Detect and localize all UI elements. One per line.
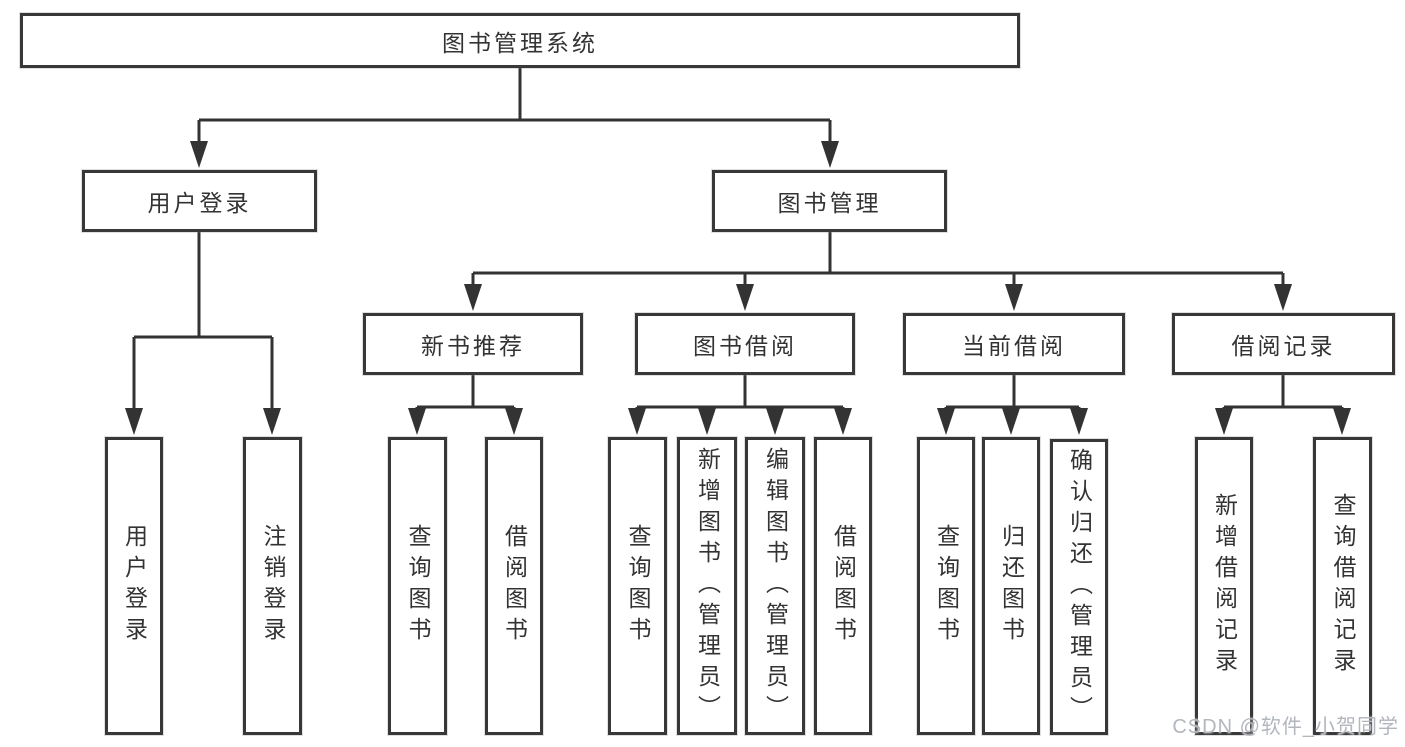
edge-login-bus <box>132 232 274 411</box>
arrowhead <box>1215 408 1233 435</box>
arrowhead <box>464 284 482 311</box>
edge-root-bus <box>197 68 832 144</box>
node-bb-borrow-books-label: 借阅图书 <box>830 524 857 648</box>
arrowhead <box>766 408 784 435</box>
arrowhead <box>263 408 281 435</box>
node-cb-confirm-return: 确认归还（管理员） <box>1050 439 1108 735</box>
node-current-borrow-label: 当前借阅 <box>962 333 1066 359</box>
node-book-borrow: 图书借阅 <box>635 313 855 375</box>
node-bb-edit-books: 编辑图书（管理员） <box>745 437 805 735</box>
node-br-query-record-label: 查询借阅记录 <box>1330 493 1356 679</box>
node-bb-add-books: 新增图书（管理员） <box>677 437 737 735</box>
arrowheads <box>125 141 1351 435</box>
node-cb-query-books-label: 查询图书 <box>933 524 960 648</box>
edge-current-bus <box>944 375 1081 413</box>
node-cb-query-books: 查询图书 <box>917 437 975 735</box>
edge-rec-bus <box>415 375 516 413</box>
node-br-add-record-label: 新增借阅记录 <box>1211 493 1238 679</box>
csdn-watermark: CSDN @软件_小贺同学 <box>1172 716 1399 738</box>
edge-mgmt-bus <box>471 232 1285 287</box>
node-bb-borrow-books: 借阅图书 <box>814 437 872 735</box>
arrowhead <box>190 141 208 168</box>
node-login-logout-label: 注销登录 <box>260 524 286 648</box>
arrowhead <box>125 408 143 435</box>
node-rec-borrow-books-label: 借阅图书 <box>501 524 528 648</box>
node-root-label: 图书管理系统 <box>442 29 598 56</box>
node-user-login: 用户登录 <box>82 170 317 232</box>
arrowhead <box>736 284 754 311</box>
node-book-mgmt-label: 图书管理 <box>777 190 882 216</box>
node-cb-confirm-return-label: 确认归还（管理员） <box>1066 447 1093 727</box>
arrowhead <box>1070 408 1088 435</box>
node-book-borrow-label: 图书借阅 <box>693 333 797 359</box>
node-borrow-records-label: 借阅记录 <box>1231 333 1336 359</box>
node-bb-query-books-label: 查询图书 <box>625 524 651 648</box>
node-bb-add-books-label: 新增图书（管理员） <box>694 446 721 726</box>
node-cb-return-books-label: 归还图书 <box>998 524 1025 648</box>
arrowhead <box>698 408 716 435</box>
arrowhead <box>937 408 955 435</box>
arrowhead <box>628 408 646 435</box>
node-br-query-record: 查询借阅记录 <box>1313 437 1372 735</box>
node-bb-query-books: 查询图书 <box>608 437 667 735</box>
node-root: 图书管理系统 <box>20 13 1020 68</box>
node-new-book-rec: 新书推荐 <box>363 313 583 375</box>
node-new-book-rec-label: 新书推荐 <box>421 333 525 359</box>
arrowhead <box>1005 284 1023 311</box>
arrowhead <box>1002 408 1020 435</box>
arrowhead <box>1274 284 1292 311</box>
edge-borrow-bus <box>635 375 845 413</box>
arrowhead <box>821 141 839 168</box>
node-rec-query-books-label: 查询图书 <box>405 524 431 648</box>
edge-records-bus <box>1222 375 1344 413</box>
node-cb-return-books: 归还图书 <box>982 437 1040 735</box>
node-current-borrow: 当前借阅 <box>903 313 1125 375</box>
node-login-user: 用户登录 <box>105 437 163 735</box>
arrowhead <box>505 408 523 435</box>
node-user-login-label: 用户登录 <box>147 190 252 216</box>
arrowhead <box>408 408 426 435</box>
arrowhead <box>834 408 852 435</box>
node-book-mgmt: 图书管理 <box>712 170 947 232</box>
node-borrow-records: 借阅记录 <box>1172 313 1395 375</box>
node-br-add-record: 新增借阅记录 <box>1195 437 1253 735</box>
node-login-logout: 注销登录 <box>243 437 302 735</box>
node-rec-borrow-books: 借阅图书 <box>485 437 543 735</box>
node-bb-edit-books-label: 编辑图书（管理员） <box>762 446 789 726</box>
arrowhead <box>1333 408 1351 435</box>
node-rec-query-books: 查询图书 <box>388 437 447 735</box>
node-login-user-label: 用户登录 <box>121 524 148 648</box>
